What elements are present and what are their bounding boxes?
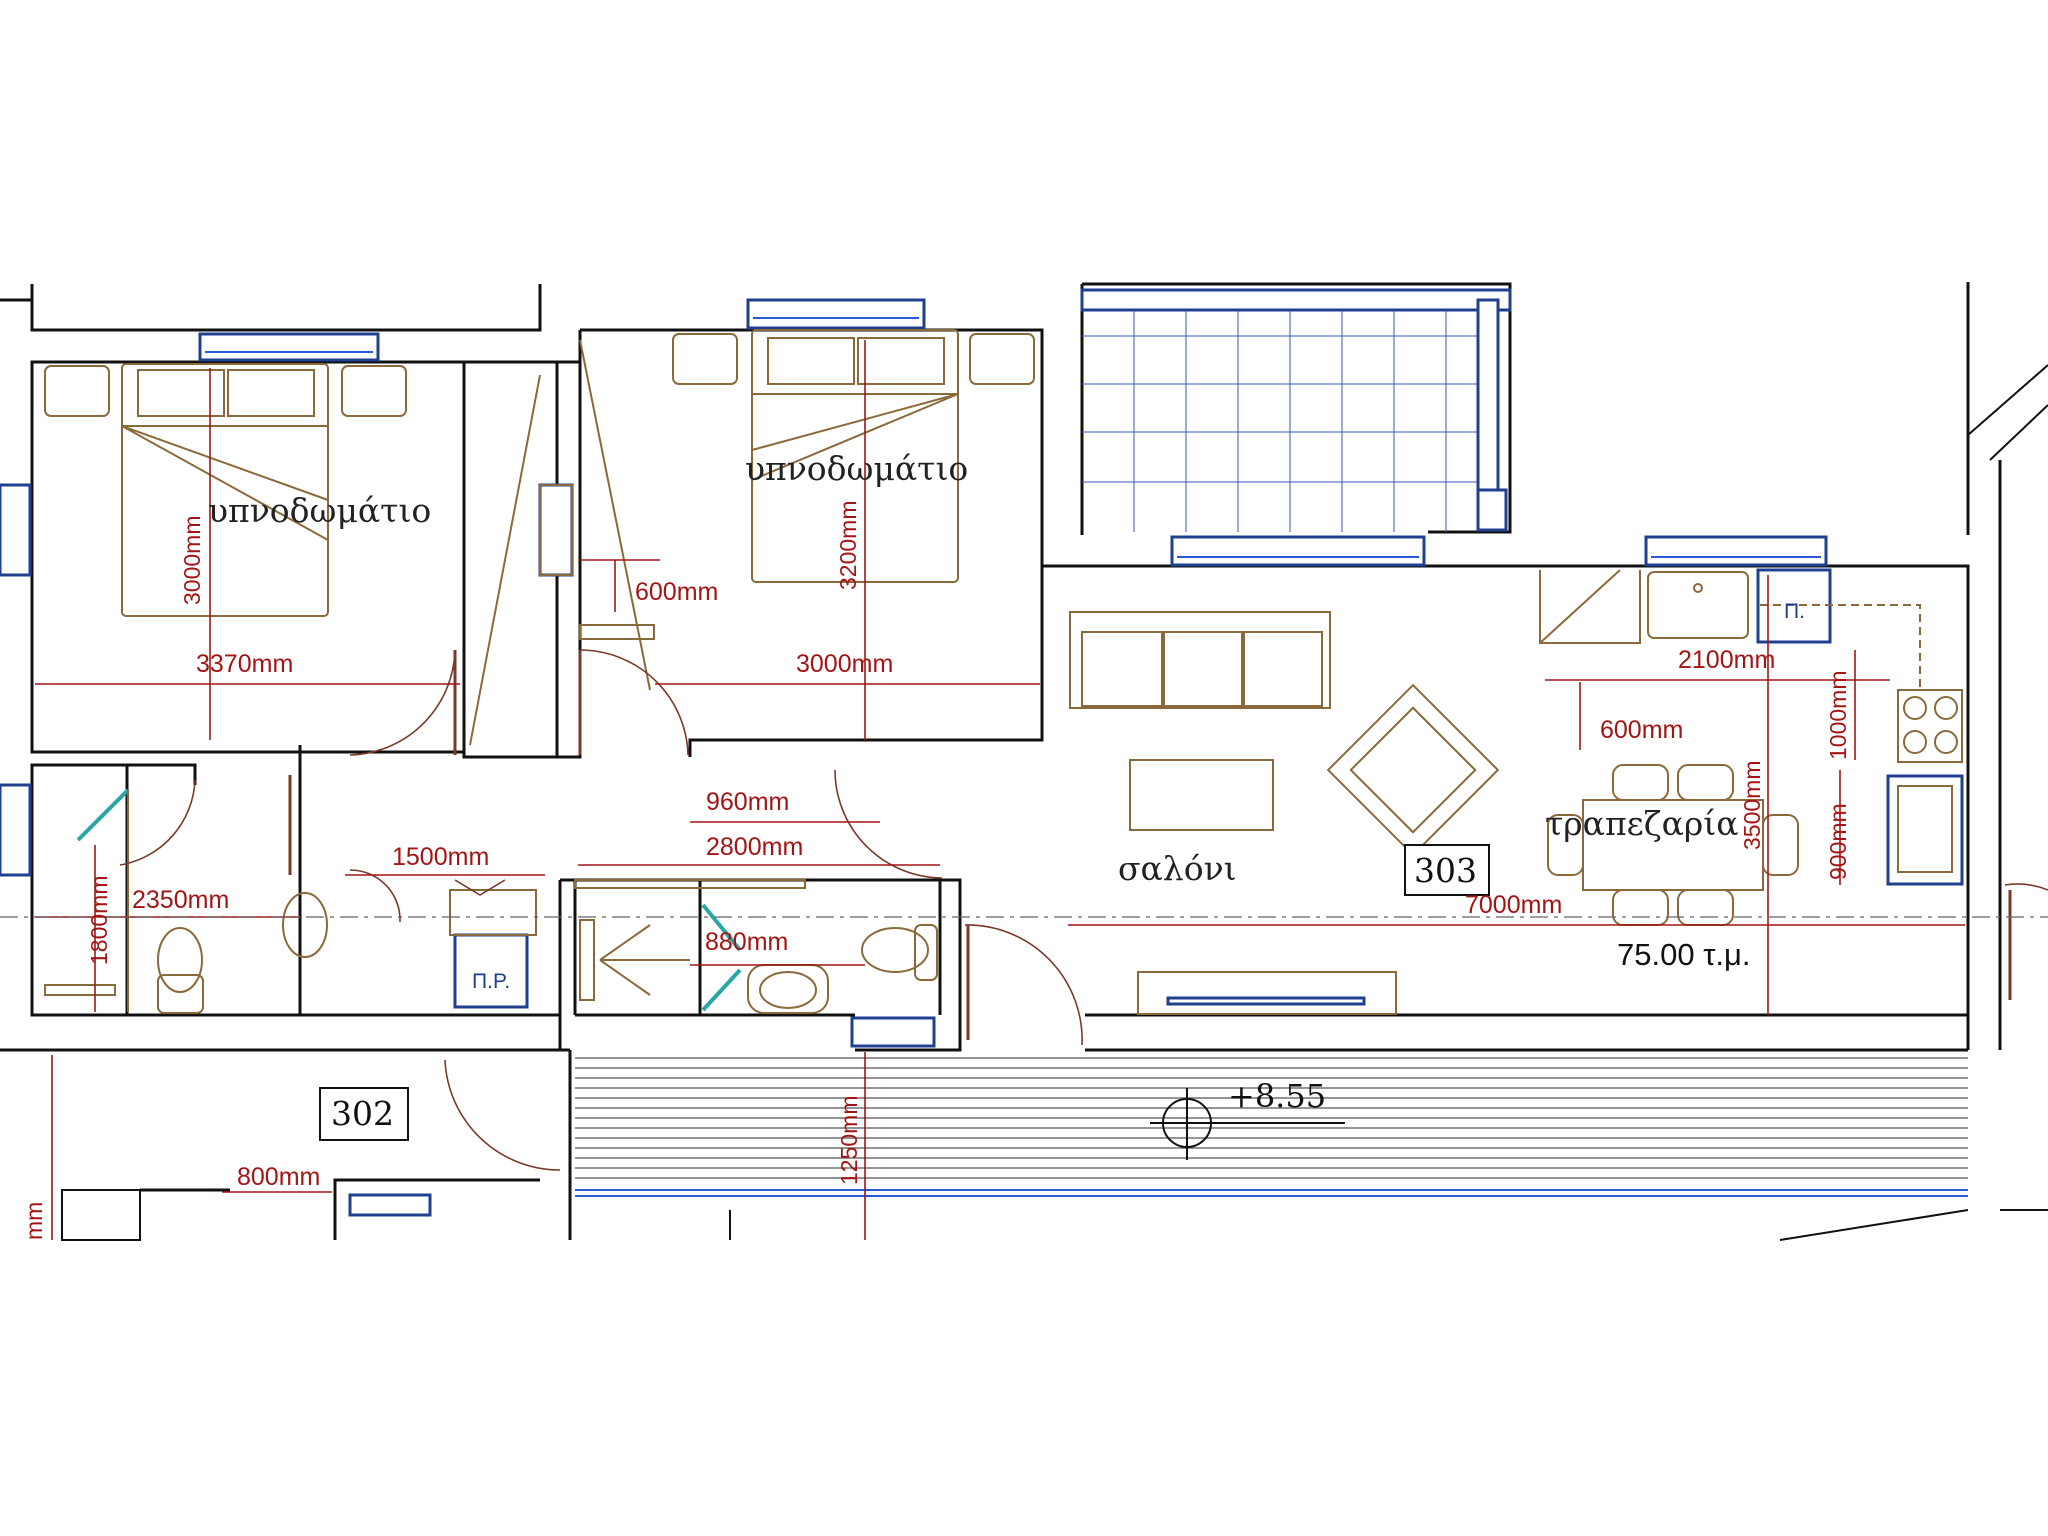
unit-302-box: [319, 1087, 409, 1141]
unit-302-label: 302: [331, 1094, 394, 1133]
dim-7000: 7000mm: [1465, 891, 1562, 919]
room-label-bedroom-right: υπνοδωμάτιο: [745, 449, 968, 488]
dim-1800: 1800mm: [86, 876, 112, 965]
dim-edge: mm: [21, 1202, 47, 1240]
dim-600-closet: 600mm: [635, 578, 718, 606]
unit-303-box: [1404, 844, 1490, 896]
dim-3000-bed1: 3000mm: [179, 516, 205, 605]
dimension-lines: [0, 340, 2048, 1240]
furniture: [44, 329, 1964, 1015]
dim-600-kitchen: 600mm: [1600, 716, 1683, 744]
dim-900: 900mm: [1825, 803, 1851, 880]
room-label-living: σαλόνι: [1118, 849, 1237, 888]
unit-303-label: 303: [1414, 851, 1477, 890]
floor-area-label: 75.00 τ.μ.: [1617, 937, 1751, 972]
dim-1000: 1000mm: [1825, 671, 1851, 760]
dim-1250: 1250mm: [836, 1096, 862, 1185]
dim-2800: 2800mm: [706, 833, 803, 861]
room-label-bedroom-left: υπνοδωμάτιο: [208, 491, 431, 530]
dim-3370: 3370mm: [196, 650, 293, 678]
dim-960: 960mm: [706, 788, 789, 816]
balcony-tile-grid: [1082, 298, 1500, 532]
dim-1500: 1500mm: [392, 843, 489, 871]
dim-800: 800mm: [237, 1163, 320, 1191]
dim-2100: 2100mm: [1678, 646, 1775, 674]
walls: [0, 282, 2048, 1241]
bath-tag-label: Π.Ρ.: [472, 970, 510, 993]
dim-3000-bed2: 3000mm: [796, 650, 893, 678]
level-marker: [1150, 1088, 1345, 1160]
dim-3500: 3500mm: [1739, 761, 1765, 850]
doors: [119, 649, 2048, 1171]
dim-2350: 2350mm: [132, 886, 229, 914]
dim-3200-bed2: 3200mm: [835, 501, 861, 590]
kitchen-tag-label: Π.: [1784, 600, 1805, 623]
level-label: +8.55: [1228, 1077, 1326, 1115]
balcony-deck: [575, 1057, 2048, 1241]
dim-880: 880mm: [705, 928, 788, 956]
windows: [0, 288, 1968, 1217]
room-label-dining: τραπεζαρία: [1545, 804, 1739, 843]
